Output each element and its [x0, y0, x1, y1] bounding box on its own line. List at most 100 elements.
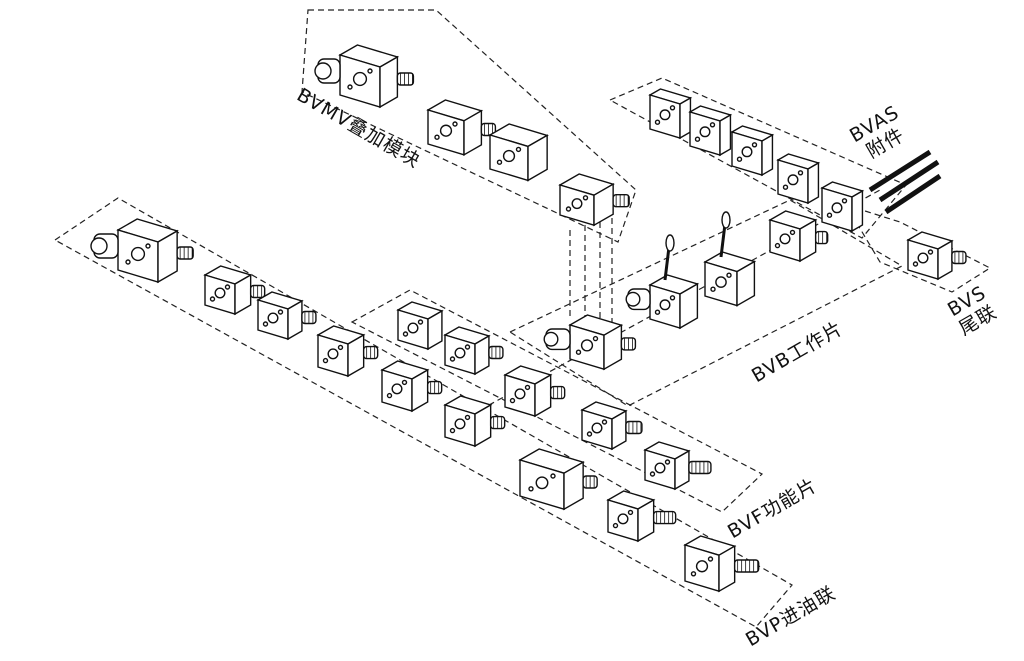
- bolt-hole-icon: [782, 184, 789, 190]
- bvb-work-section: [625, 234, 700, 330]
- port-icon: [454, 347, 466, 359]
- bolt-hole-icon: [586, 431, 593, 437]
- bvp-inlet-section: [316, 325, 379, 378]
- port-icon: [535, 476, 549, 490]
- bvf-function-section: [396, 301, 444, 351]
- bolt-hole-icon: [565, 206, 572, 212]
- port-icon: [831, 202, 843, 214]
- bolt-hole-icon: [612, 522, 619, 529]
- port-icon: [267, 312, 279, 324]
- solenoid-cap-icon: [625, 291, 641, 307]
- port-icon: [580, 339, 594, 352]
- group-outline-bvf: [350, 289, 764, 513]
- bolt-hole-icon: [209, 296, 216, 302]
- bolt-hole-icon: [524, 384, 531, 391]
- bolt-hole-icon: [550, 473, 556, 479]
- fitting-icon: [396, 72, 415, 86]
- port-icon: [741, 146, 753, 158]
- bolt-hole-icon: [386, 392, 393, 399]
- bolt-hole-icon: [841, 198, 848, 204]
- solenoid-cap-icon: [543, 331, 559, 347]
- port-icon: [352, 71, 368, 87]
- bolt-hole-icon: [709, 122, 716, 128]
- port-icon: [571, 198, 583, 210]
- bolt-hole-icon: [262, 321, 269, 327]
- bvas-plate: [776, 153, 821, 205]
- fitting-icon: [625, 420, 643, 435]
- group-outline-bvmv: [301, 9, 637, 243]
- bvb-work-section: [768, 210, 829, 263]
- port-icon: [617, 513, 629, 525]
- tie-bolt-icon: [878, 159, 940, 203]
- bvf-function-section: [580, 401, 643, 451]
- bolt-hole-icon: [496, 159, 503, 165]
- port-icon: [654, 462, 666, 474]
- bvp-inlet-section: [90, 218, 194, 284]
- tie-bolt-icon: [868, 149, 932, 193]
- bolt-hole-icon: [322, 357, 329, 364]
- bolt-hole-icon: [582, 195, 589, 201]
- solenoid-cap-icon: [314, 62, 332, 80]
- bvb-work-section: [703, 211, 757, 307]
- port-icon: [407, 322, 419, 334]
- bvas-plate: [730, 125, 775, 177]
- port-icon: [502, 149, 516, 163]
- bolt-hole-icon: [654, 309, 661, 315]
- port-icon: [327, 348, 339, 360]
- bvp-inlet-section: [683, 535, 760, 593]
- bvp-inlet-section: [380, 360, 443, 413]
- bvf-function-section: [503, 365, 566, 418]
- port-icon: [591, 422, 603, 434]
- bolt-hole-icon: [774, 242, 781, 249]
- bolt-hole-icon: [664, 459, 671, 465]
- group-outline-bvb: [508, 199, 904, 407]
- bolt-hole-icon: [449, 427, 456, 434]
- port-icon: [659, 109, 671, 121]
- bolt-hole-icon: [707, 556, 714, 562]
- bolt-hole-icon: [224, 284, 231, 290]
- port-icon: [787, 174, 799, 186]
- port-icon: [514, 388, 526, 400]
- group-outline-bvs: [844, 203, 992, 293]
- bolt-hole-icon: [515, 146, 522, 153]
- bolt-hole-icon: [669, 295, 676, 301]
- bolt-hole-icon: [575, 349, 582, 355]
- bolt-hole-icon: [649, 471, 656, 477]
- bvp-inlet-section: [606, 490, 677, 543]
- bolt-hole-icon: [710, 286, 716, 292]
- bvmv-module: [314, 44, 415, 109]
- bolt-hole-icon: [401, 379, 408, 386]
- bvas-plate: [820, 181, 865, 233]
- port-icon: [917, 252, 929, 264]
- bvp-inlet-section: [203, 265, 266, 316]
- fitting-icon: [176, 246, 194, 260]
- port-icon: [659, 299, 671, 311]
- bolt-hole-icon: [464, 344, 471, 350]
- bvas-plate: [688, 105, 733, 157]
- bolt-hole-icon: [434, 134, 440, 140]
- bolt-hole-icon: [826, 212, 833, 218]
- bolt-hole-icon: [347, 84, 353, 90]
- bolt-hole-icon: [367, 68, 373, 74]
- bolt-hole-icon: [452, 121, 458, 127]
- bolt-hole-icon: [464, 414, 471, 421]
- bvb-work-section: [543, 314, 637, 371]
- bolt-hole-icon: [145, 243, 151, 249]
- bolt-hole-icon: [509, 397, 516, 404]
- bvmv-module: [426, 99, 497, 157]
- group-outline-bvp: [53, 197, 793, 628]
- bvf-function-section: [643, 441, 712, 491]
- bvmv-module: [558, 173, 630, 227]
- bolt-hole-icon: [449, 356, 456, 362]
- port-icon: [214, 287, 226, 299]
- bolt-hole-icon: [601, 419, 608, 425]
- bolt-hole-icon: [912, 261, 919, 267]
- port-icon: [695, 560, 709, 573]
- bolt-hole-icon: [627, 509, 634, 516]
- bolt-hole-icon: [417, 319, 424, 325]
- port-icon: [715, 276, 727, 288]
- bolt-hole-icon: [789, 229, 796, 236]
- bolt-hole-icon: [592, 335, 599, 342]
